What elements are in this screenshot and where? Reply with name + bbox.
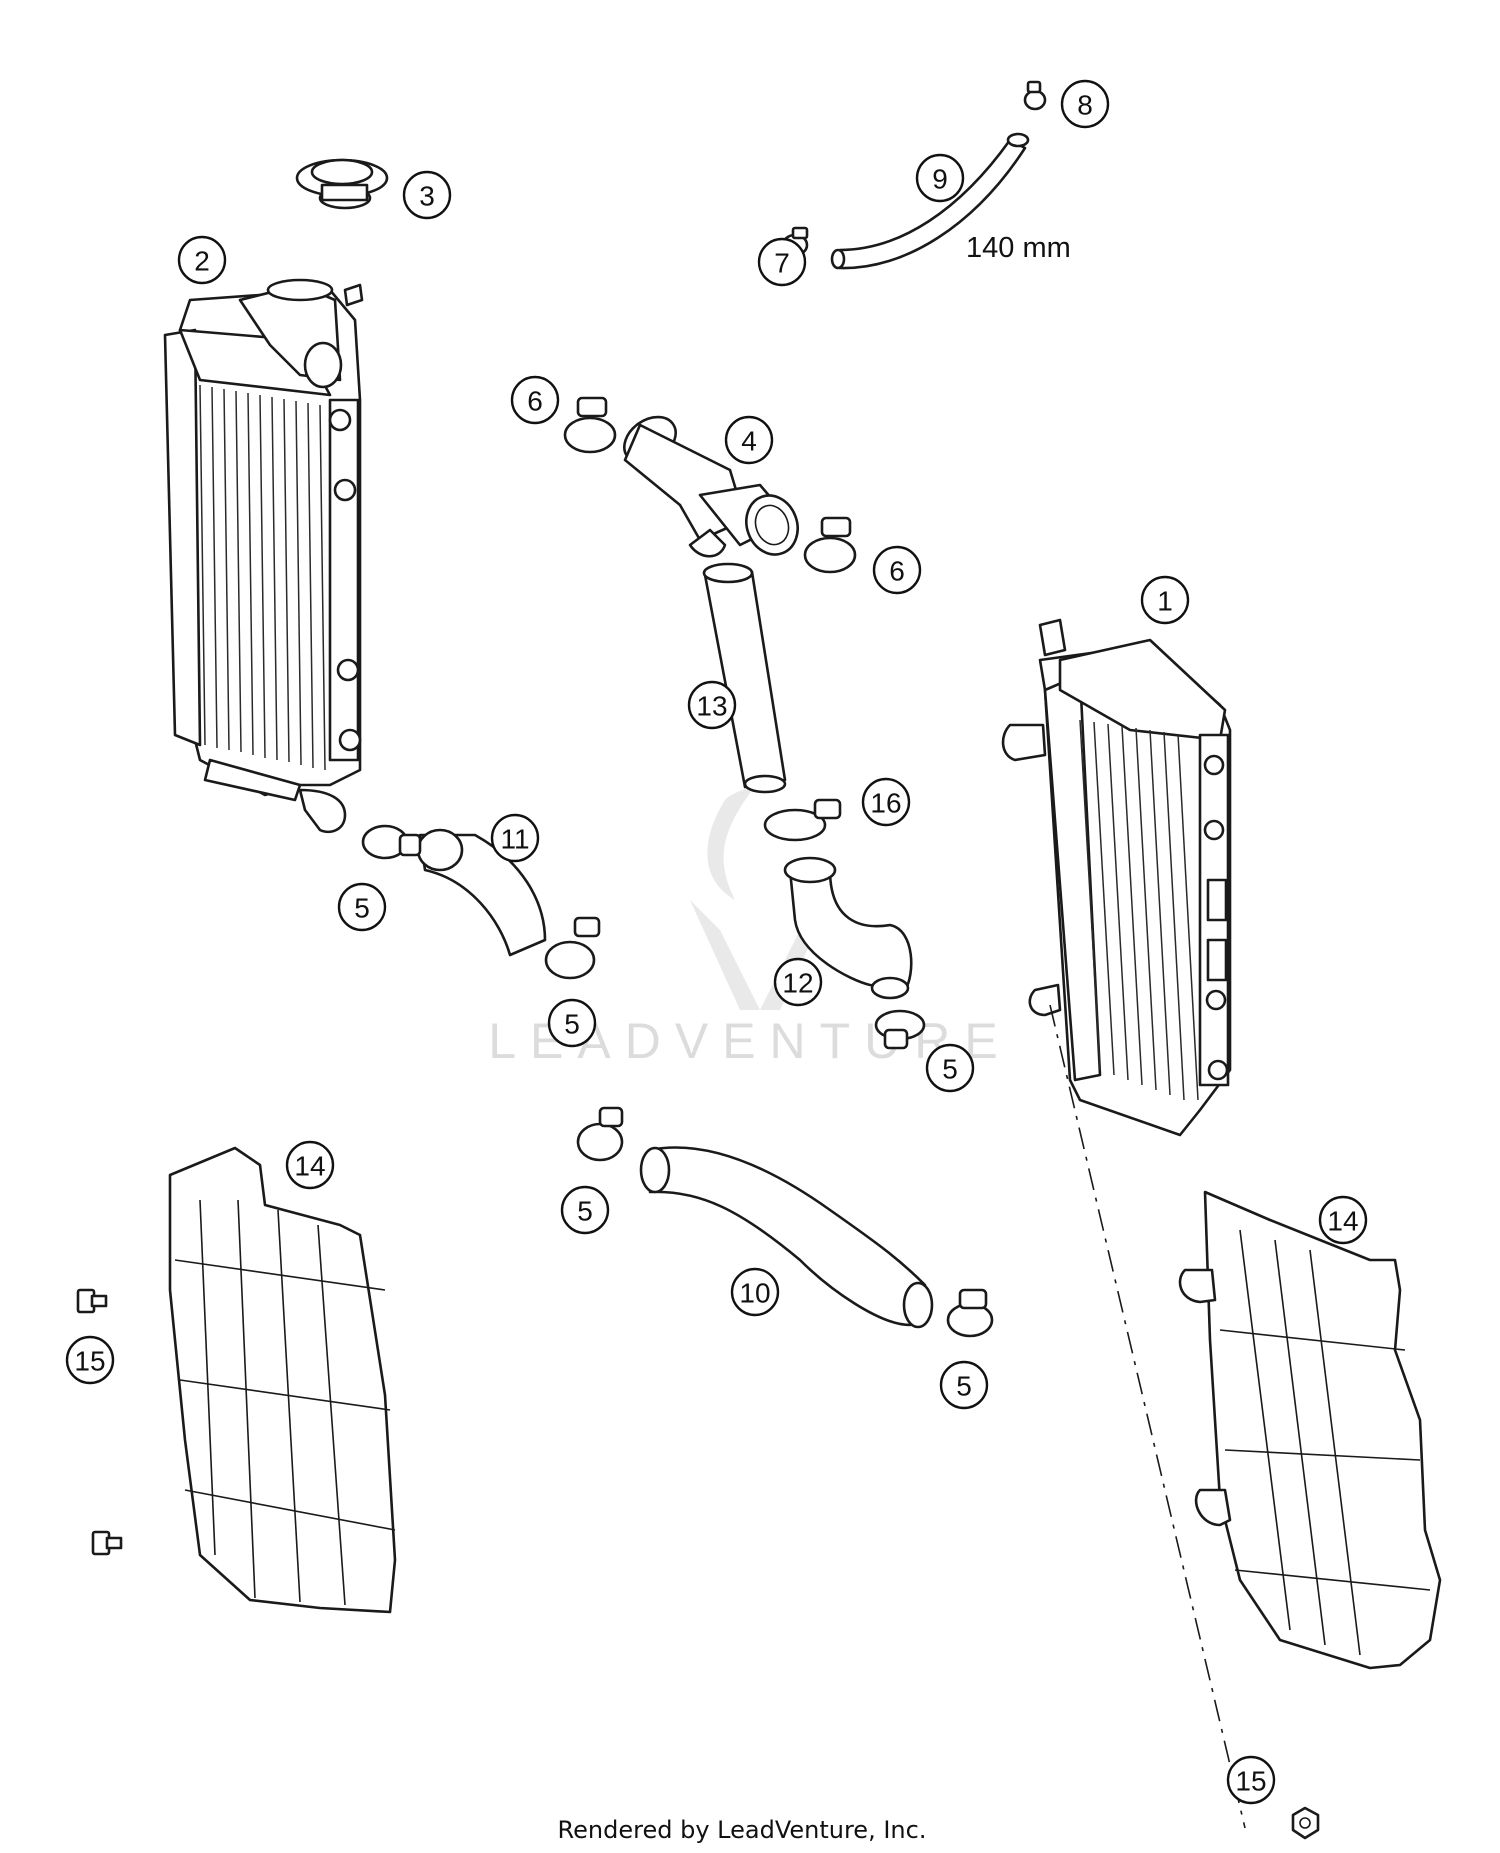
elbow-hose[interactable] [783, 856, 913, 1000]
callout-circle [560, 1185, 610, 1235]
callout-5: 5 [939, 1360, 989, 1410]
callout-circle [687, 680, 737, 730]
callout-8: 8 [1060, 79, 1110, 129]
callout-circle [547, 998, 597, 1048]
radiator-fins-right [1079, 719, 1199, 1101]
callout-circle [861, 777, 911, 827]
radiator-guard-left[interactable] [168, 1146, 397, 1614]
hose-clamp-6-right[interactable] [803, 516, 857, 574]
thermostat-housing[interactable] [616, 408, 806, 562]
callout-number: 15 [1235, 1766, 1266, 1797]
callout-circle [925, 1043, 975, 1093]
callout-14: 14 [285, 1140, 335, 1190]
radiator-guard-right[interactable] [1178, 1190, 1442, 1670]
callout-13: 13 [687, 680, 737, 730]
long-coolant-hose[interactable] [639, 1146, 934, 1329]
callout-15: 15 [65, 1335, 115, 1385]
callout-circle [939, 1360, 989, 1410]
callout-7: 7 [757, 237, 807, 287]
callout-circle [872, 545, 922, 595]
callout-number: 14 [294, 1151, 325, 1182]
callout-6: 6 [872, 545, 922, 595]
callout-number: 6 [527, 386, 543, 417]
callout-5: 5 [547, 998, 597, 1048]
hose-clamp-5-b[interactable] [544, 916, 601, 980]
hose-clamp-5-c[interactable] [874, 1009, 926, 1050]
callout-number: 13 [696, 691, 727, 722]
bolt-15-upper[interactable] [76, 1288, 108, 1314]
callout-circle [1140, 575, 1190, 625]
callout-12: 12 [773, 957, 823, 1007]
hose-clamp-16[interactable] [763, 798, 842, 842]
callout-circle [490, 813, 540, 863]
callout-15: 15 [1226, 1755, 1276, 1805]
callout-number: 14 [1327, 1206, 1358, 1237]
hose-clamp-5-e[interactable] [946, 1288, 994, 1338]
callout-circle [1318, 1195, 1368, 1245]
nut-15[interactable] [1291, 1806, 1320, 1840]
callout-number: 12 [782, 968, 813, 999]
straight-coolant-tube[interactable] [702, 562, 787, 794]
callout-circle [337, 882, 387, 932]
footer-credit: Rendered by LeadVenture, Inc. [558, 1816, 927, 1844]
hose-clamp-6-top[interactable] [563, 396, 617, 454]
callout-number: 4 [741, 426, 757, 457]
callout-number: 11 [500, 824, 529, 855]
callout-5: 5 [560, 1185, 610, 1235]
callout-number: 2 [194, 246, 210, 277]
callout-number: 15 [74, 1346, 105, 1377]
callout-number: 3 [419, 181, 435, 212]
radiator-fins-left [199, 384, 326, 771]
callout-circle [510, 375, 560, 425]
left-radiator[interactable] [163, 278, 364, 834]
callout-number: 5 [577, 1196, 593, 1227]
callout-circle [402, 170, 452, 220]
callout-circle [915, 153, 965, 203]
callout-number: 8 [1077, 90, 1093, 121]
callout-number: 10 [739, 1278, 770, 1309]
overflow-hose[interactable] [830, 132, 1030, 270]
callout-number: 5 [354, 893, 370, 924]
callout-10: 10 [730, 1267, 780, 1317]
callout-3: 3 [402, 170, 452, 220]
callout-5: 5 [337, 882, 387, 932]
callout-number: 16 [870, 788, 901, 819]
callout-9: 9 [915, 153, 965, 203]
callout-11: 11 [490, 813, 540, 863]
callout-2: 2 [177, 235, 227, 285]
callout-circle [757, 237, 807, 287]
callout-number: 5 [956, 1371, 972, 1402]
callout-16: 16 [861, 777, 911, 827]
callout-circle [177, 235, 227, 285]
callout-circle [1060, 79, 1110, 129]
callout-number: 5 [564, 1009, 580, 1040]
callout-circle [724, 415, 774, 465]
callout-circle [730, 1267, 780, 1317]
callout-6: 6 [510, 375, 560, 425]
small-hose-clamp-8[interactable] [1023, 80, 1047, 111]
hose-clamp-5-a[interactable] [361, 824, 422, 860]
hose-clamp-5-d[interactable] [576, 1106, 624, 1162]
callout-number: 7 [774, 248, 790, 279]
right-radiator[interactable] [1001, 618, 1246, 1829]
callout-5: 5 [925, 1043, 975, 1093]
callout-number: 1 [1157, 586, 1173, 617]
callout-circle [773, 957, 823, 1007]
callout-circle [285, 1140, 335, 1190]
callout-number: 5 [942, 1054, 958, 1085]
callout-number: 6 [889, 556, 905, 587]
callout-14: 14 [1318, 1195, 1368, 1245]
callout-circle [65, 1335, 115, 1385]
callout-number: 9 [932, 164, 948, 195]
callout-4: 4 [724, 415, 774, 465]
radiator-cap[interactable] [295, 158, 389, 210]
callout-1: 1 [1140, 575, 1190, 625]
bolt-15-lower[interactable] [91, 1530, 123, 1556]
dimension-label-140mm: 140 mm [966, 232, 1071, 264]
callout-circle [1226, 1755, 1276, 1805]
